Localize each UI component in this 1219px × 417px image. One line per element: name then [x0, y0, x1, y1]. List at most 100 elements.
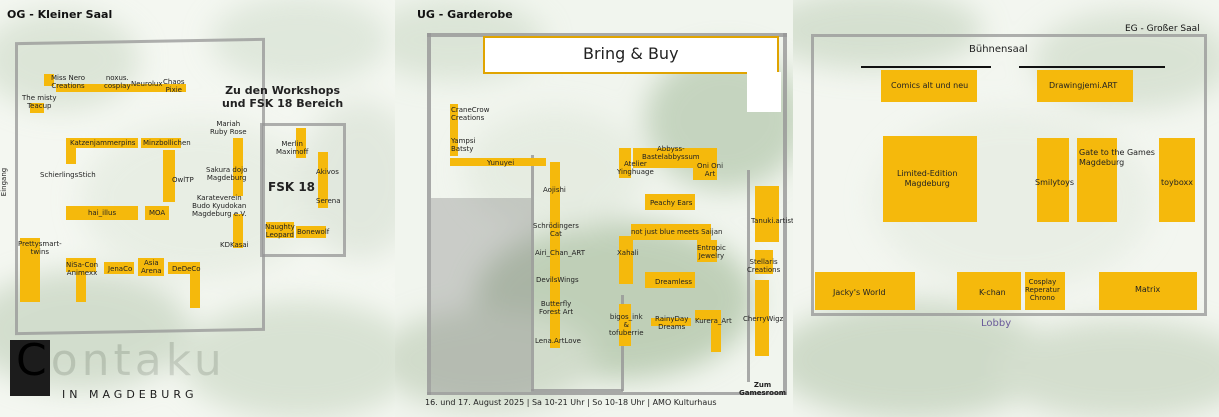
bring-buy-label: Bring & Buy [583, 44, 679, 63]
label-cranecrow: CraneCrow Creations [451, 106, 490, 122]
eg-panel: EG - Großer Saal Bühnensaal Comics alt u… [793, 0, 1219, 417]
booth-onioni [693, 148, 717, 180]
label-katzen: Katzenjammerpins [70, 139, 136, 147]
eg-room-outline [811, 34, 1207, 316]
label-airi: Airi_Chan_ART [535, 249, 586, 257]
label-entropic: Entropic Jewelry [697, 244, 726, 260]
logo-name: Contaku [16, 335, 226, 386]
booth-cherry [755, 280, 769, 356]
event-footer: 16. und 17. August 2025 | Sa 10-21 Uhr |… [425, 398, 717, 407]
ug-title: UG - Garderobe [417, 8, 513, 21]
booth-hai [66, 206, 138, 220]
label-jenaco: JenaCo [108, 265, 133, 273]
booth-toyboxx [1159, 138, 1195, 222]
label-minz: Minzbollichen [143, 139, 191, 147]
og-title: OG - Kleiner Saal [7, 8, 113, 21]
label-misty: The misty Teacup [22, 94, 57, 110]
booth-kurera [695, 310, 721, 320]
label-kdkasai: KDKasai [220, 241, 249, 249]
label-mariah: Mariah Ruby Rose [210, 120, 247, 136]
label-abbyss: Abbyss- Bastelabbyssum [642, 145, 700, 161]
stage-label: Bühnensaal [969, 44, 1028, 55]
label-owltp: OwlTP [172, 176, 194, 184]
logo-subtitle: IN MAGDEBURG [62, 388, 198, 401]
booth-gate [1077, 138, 1117, 222]
logo-box [10, 340, 50, 396]
label-njb: not just blue meets Saijan [631, 228, 723, 236]
logo: Contaku IN MAGDEBURG [10, 336, 240, 406]
label-noxus: noxus. cosplay [104, 74, 131, 90]
booth-smilytoys [1037, 138, 1069, 222]
booth-mariah [233, 138, 243, 196]
booth-limited [883, 136, 977, 222]
booth-entropic [697, 240, 717, 262]
booth-katzen-left [66, 148, 76, 164]
label-akivos: Akivos [316, 168, 339, 176]
booth-nisa [66, 258, 96, 272]
label-sakura: Sakura dojo Magdeburg [206, 166, 248, 182]
bring-buy-area [483, 36, 779, 74]
label-gate: Gate to the Games Magdeburg [1079, 148, 1155, 167]
booth-xahali [619, 236, 633, 284]
label-nisa: NiSa-Con Animexx [66, 261, 99, 277]
label-matrix: Matrix [1135, 285, 1161, 294]
label-lena: Lena.ArtLove [535, 337, 581, 345]
booth-kchan [957, 272, 1021, 310]
label-rainyday: RainyDay Dreams [655, 315, 689, 331]
label-comics: Comics alt und neu [891, 81, 969, 90]
ug-wall-inner-v1 [531, 155, 534, 391]
label-hai: hai_illus [88, 209, 117, 217]
entrance-label: Eingang [0, 167, 9, 197]
booth-peachy [645, 194, 695, 210]
label-drawingjemi: Drawingjemi.ART [1049, 81, 1118, 90]
label-yampsi: Yampsi Batsty [451, 137, 476, 153]
label-cherry: CherryWigz [743, 315, 784, 323]
booth-cranecrow [450, 104, 458, 156]
booth-abbyss-row [633, 148, 693, 168]
booth-kurera-tail [711, 320, 721, 352]
label-aojishi: Aojishi [543, 186, 566, 194]
booth-yunuyei [450, 158, 546, 166]
stage-line-right [1019, 66, 1165, 68]
booth-bigos [619, 304, 631, 346]
booth-drawingjemi [1037, 70, 1133, 102]
booth-moa [145, 206, 169, 220]
booth-misty [30, 103, 44, 113]
booth-cosplay [1025, 272, 1065, 310]
gamesroom-label: Zum Gamesroom [739, 381, 787, 397]
ug-wall-left [427, 33, 431, 395]
label-smilytoys: Smilytoys [1035, 178, 1074, 187]
booth-karate [233, 214, 243, 248]
booth-stellaris [755, 250, 773, 274]
ug-wall-bottom [427, 392, 787, 395]
label-jacky: Jacky's World [833, 288, 886, 297]
booth-njb [631, 224, 711, 240]
label-chaos: Chaos Pixie [163, 78, 185, 94]
label-moa: MOA [149, 209, 166, 217]
booth-atelier [619, 148, 631, 178]
booth-rainyday [651, 318, 691, 326]
ug-grey-block [431, 198, 531, 392]
ug-wall-right [783, 33, 787, 395]
ug-panel: UG - Garderobe Bring & Buy CraneCrow Cre… [395, 0, 793, 417]
booth-dreamless [645, 272, 695, 288]
booth-minz [141, 138, 181, 148]
label-miss-nero: Miss Nero Creations [51, 74, 86, 90]
booth-asia [138, 258, 164, 276]
label-cosplay: Cosplay Reperatur Chrono [1025, 278, 1060, 302]
booth-aojishi [550, 162, 560, 348]
label-stellaris: Stellaris Creations [747, 258, 781, 274]
booth-dedeco [168, 262, 200, 274]
ug-wall-inner-h [531, 389, 623, 392]
label-yunuyei: Yunuyei [487, 159, 515, 167]
og-panel: OG - Kleiner Saal Eingang Zu den Worksho… [0, 0, 395, 417]
booth-jenaco [104, 262, 134, 274]
booth-owltp [163, 150, 175, 202]
stage-line-left [861, 66, 991, 68]
label-neurolux: Neurolux [131, 80, 163, 88]
booth-miss-nero [44, 74, 54, 86]
label-xahali: Xahali [617, 249, 639, 257]
label-onioni: Oni Oni Art [697, 162, 724, 178]
booth-comics [881, 70, 977, 102]
label-tanuki: Tanuki.artist [751, 217, 793, 225]
